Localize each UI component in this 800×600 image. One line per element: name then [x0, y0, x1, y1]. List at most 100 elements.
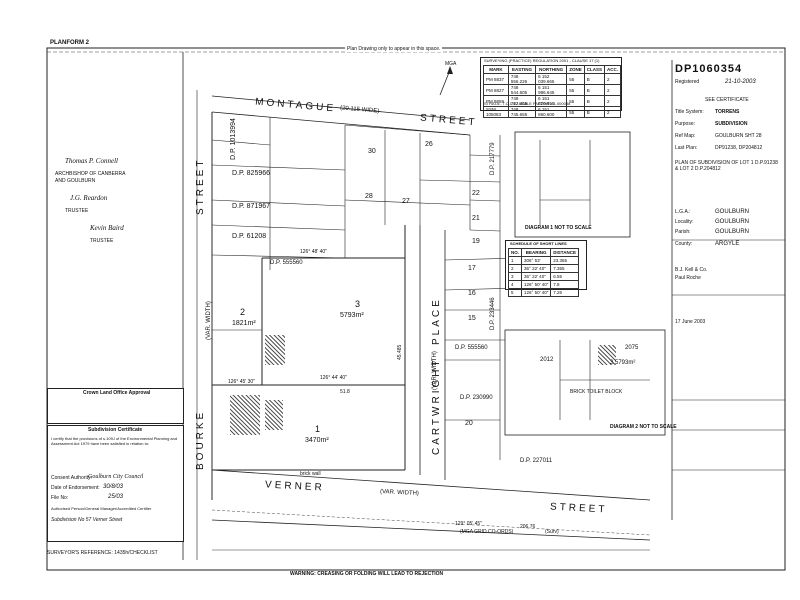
- folding-warning: WARNING: CREASING OR FOLDING WILL LEAD T…: [290, 571, 444, 577]
- plan-title: PLAN OF SUBDIVISION OF LOT 1 D.P.91238 &…: [675, 160, 778, 172]
- building-hatch: [265, 400, 283, 430]
- distance-label: 51.8: [340, 389, 350, 395]
- table-cell: SSM 105083: [483, 106, 509, 118]
- column-header: NO.: [507, 248, 523, 257]
- survey-note: (Surv): [545, 529, 559, 535]
- table-cell: 23.365: [550, 256, 579, 265]
- date-label: Date of Endorsement:: [51, 485, 100, 491]
- table-cell: 6.55: [550, 272, 579, 281]
- county-label: County:: [675, 241, 693, 247]
- table-cell: PM 8837: [483, 73, 509, 85]
- subdivision-cert-body: I certify that the provisions of s.109J …: [51, 436, 178, 446]
- strata-note: STRATA:- T.C.1.4 / SCALE FACTOR = 1.0000…: [484, 101, 571, 106]
- mga-north-label: MGA: [445, 61, 457, 67]
- lot-number: 22: [472, 190, 480, 197]
- signature-1-title-2: AND GOULBURN: [55, 178, 96, 184]
- registered-label: Registered: [675, 79, 700, 85]
- dp-label: D.P. 61208: [232, 233, 267, 240]
- dp-label: D.P. 227011: [520, 458, 553, 464]
- column-header: DISTANCE: [550, 248, 579, 257]
- table-cell: 126° 50' 40": [521, 280, 552, 289]
- column-header: CLASS: [583, 65, 605, 74]
- county: ARGYLE: [715, 241, 740, 247]
- surveyor-firm: B.J. Kell & Co.: [675, 267, 708, 273]
- table-cell: 748 556.226: [507, 73, 537, 85]
- column-header: ZONE: [566, 65, 585, 74]
- table-cell: 7.8: [550, 280, 579, 289]
- title-system: TORRENS: [715, 109, 740, 115]
- table-cell: 6 151 986.645: [535, 84, 568, 96]
- ref-map-label: Ref Map:: [675, 133, 696, 139]
- bearing-label: 126° 48' 40": [300, 249, 327, 255]
- lot-number: 26: [425, 141, 433, 148]
- survey-coordinates-table: SURVEYING (PRACTICE) REGULATION 2001 - C…: [480, 57, 622, 118]
- cartwright-place-suffix: PLACE: [431, 297, 442, 345]
- table-cell: 36° 22' 40": [521, 272, 552, 281]
- table-cell: PM 8827: [483, 84, 509, 96]
- lot-2-area: 1821m²: [232, 320, 256, 327]
- registered-date: 21-10-2003: [725, 79, 756, 85]
- table-cell: 7.355: [550, 264, 579, 273]
- consent-authority: Goulburn City Council: [88, 474, 144, 480]
- table-cell: 7.26: [550, 288, 579, 297]
- table-cell: 126° 50' 40": [521, 288, 552, 297]
- lot-3-area: 5793m²: [340, 312, 364, 319]
- purpose-label: Purpose:: [675, 121, 696, 127]
- diagram-dp-2075: 2075: [625, 345, 639, 351]
- bearing-label: 126° 44' 40": [320, 375, 347, 381]
- table-cell: B: [583, 106, 605, 118]
- lot-3-number: 3: [355, 299, 361, 309]
- dp-label: D.P. 1013994: [230, 118, 237, 160]
- surveyor-name: Paul Roche: [675, 275, 701, 281]
- table-cell: 2: [507, 264, 523, 273]
- table-cell: B: [583, 73, 605, 85]
- column-header: NORTHING: [535, 65, 568, 74]
- subdivision-details: Subdivision No 57 Verner Street: [51, 517, 123, 523]
- last-plan: DP91238, DP204812: [715, 145, 763, 151]
- table-cell: 55: [566, 106, 585, 118]
- dp-label: D.P. 555560: [455, 345, 488, 351]
- signature-2-role: TRUSTEE: [65, 208, 89, 214]
- certificate-note: SEE CERTIFICATE: [705, 97, 749, 103]
- surveyor-reference: SURVEYOR'S REFERENCE: 1435h/CHECKLIST: [47, 550, 158, 556]
- parish-label: Parish:: [675, 229, 691, 235]
- signature-2: J.G. Reardon: [70, 194, 108, 202]
- plan-area-note: Plan Drawing only to appear in this spac…: [345, 46, 443, 52]
- diagram-lot-3-area: 3 5793m²: [610, 360, 636, 366]
- column-header: EASTING: [507, 65, 537, 74]
- bourke-street-width: (VAR. WIDTH): [206, 301, 212, 340]
- form-label: PLANFORM 2: [50, 40, 89, 46]
- title-system-label: Title System:: [675, 109, 704, 115]
- lot-number: 15: [468, 315, 476, 322]
- bearing-label: 126° 45' 30": [228, 379, 255, 385]
- column-header: MARK: [483, 65, 509, 74]
- signature-1: Thomas P. Connell: [65, 157, 118, 165]
- crown-land-title: Crown Land Office Approval: [83, 390, 151, 396]
- column-header: BEARING: [521, 248, 552, 257]
- diagram-2-label: DIAGRAM 2 NOT TO SCALE: [610, 424, 677, 430]
- subdivision-cert-title: Subdivision Certificate: [88, 427, 143, 433]
- diagram-dp-2012: 2012: [540, 357, 554, 363]
- table-cell: 748 544.605: [507, 84, 537, 96]
- verner-distance: 206.76: [520, 524, 536, 530]
- table-cell: 6 151 860.600: [535, 106, 568, 118]
- file-label: File No:: [51, 495, 69, 501]
- mga-grid-note: (MGA GRID CO-ORDS): [460, 529, 514, 535]
- dp-label: D.P. 217779: [490, 142, 496, 175]
- lot-number: 19: [472, 238, 480, 245]
- signature-3: Kevin Baird: [90, 224, 124, 232]
- bourke-street-name: BOURKE: [195, 409, 206, 470]
- table-cell: B: [583, 95, 605, 107]
- crown-land-panel: Crown Land Office Approval: [47, 388, 184, 424]
- bourke-street-suffix: STREET: [195, 157, 206, 215]
- coordinates-grid: MARK EASTING NORTHING ZONE CLASS ACC. PM…: [483, 65, 622, 118]
- locality: GOULBURN: [715, 219, 750, 225]
- dp-label: D.P. 230990: [460, 395, 493, 401]
